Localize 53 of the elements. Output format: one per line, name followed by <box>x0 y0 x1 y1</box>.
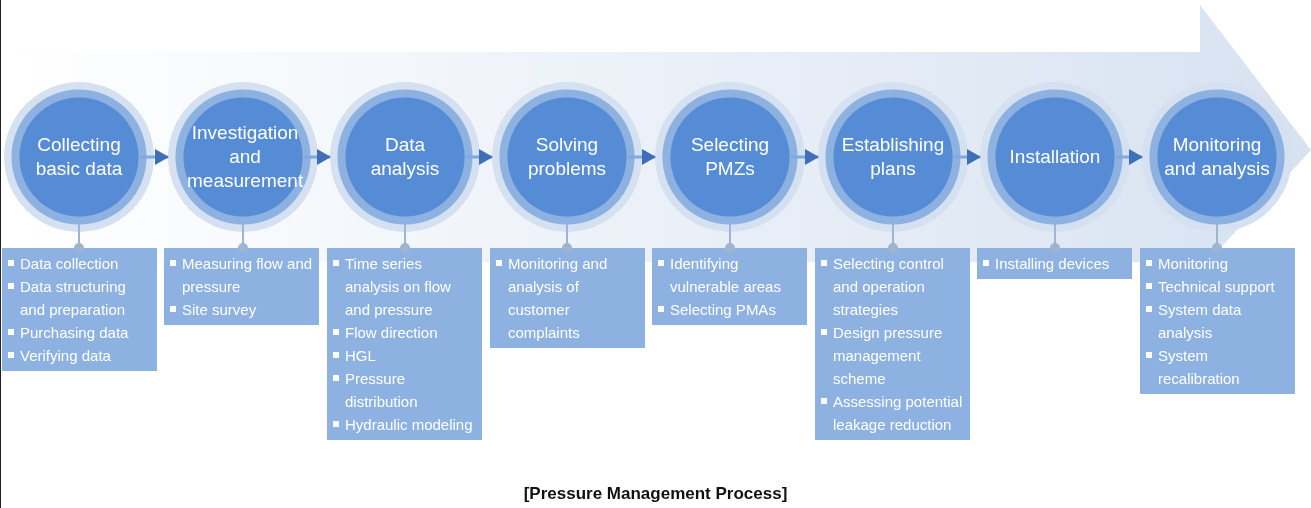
bullet-item: System data analysis <box>1146 298 1291 344</box>
step-title: Establishing plans <box>840 133 946 181</box>
task-box <box>815 248 970 440</box>
connector-line <box>725 223 735 253</box>
bullet-item: Identifying vulnerable areas <box>658 252 803 298</box>
task-box <box>652 248 807 325</box>
task-box <box>977 248 1132 279</box>
connector-line <box>400 223 410 253</box>
bullet-item: Data collection <box>8 252 153 275</box>
chevron-arrow <box>304 149 331 165</box>
connector-line <box>74 223 84 253</box>
bullet-item: Purchasing data <box>8 321 153 344</box>
step-title: Solving problems <box>526 133 608 181</box>
bullet-item: System recalibration <box>1146 344 1291 390</box>
connector-line <box>1212 223 1222 253</box>
bullet-item: Time series analysis on flow and pressure <box>333 252 478 321</box>
bullet-item: Selecting control and operation strategies <box>821 252 966 321</box>
bullet-item: Measuring flow and pressure <box>170 252 315 298</box>
step-title: Investigation and measurement <box>187 121 304 193</box>
chevron-arrow <box>791 149 819 165</box>
bullet-item: HGL <box>333 344 478 367</box>
caption: [Pressure Management Process] <box>523 484 788 503</box>
task-box <box>164 248 319 325</box>
bullet-item: Monitoring and analysis of customer complaints <box>496 252 641 344</box>
bullet-item: Hydraulic modeling <box>333 413 478 436</box>
bullet-item: Pressure distribution <box>333 367 478 413</box>
bullet-item: Site survey <box>170 298 315 321</box>
task-box <box>327 248 482 440</box>
chevron-arrow <box>140 149 169 165</box>
bullet-item: Technical support <box>1146 275 1291 298</box>
bullet-item: Design pressure management scheme <box>821 321 966 390</box>
step-title: Collecting basic data <box>34 133 124 181</box>
chevron-arrow <box>1116 149 1143 165</box>
chevron-arrow <box>954 149 981 165</box>
connector-line <box>888 223 898 253</box>
bullet-item: Data structuring and preparation <box>8 275 153 321</box>
bullet-item: Selecting PMAs <box>658 298 803 321</box>
bullet-item: Installing devices <box>983 252 1128 275</box>
bullet-item: Verifying data <box>8 344 153 367</box>
task-box <box>2 248 157 371</box>
connector-line <box>1050 223 1060 253</box>
bullet-item: Monitoring <box>1146 252 1291 275</box>
bullet-item: Flow direction <box>333 321 478 344</box>
step-title: Data analysis <box>369 133 441 181</box>
connector-line <box>238 223 248 253</box>
step-title: Monitoring and analysis <box>1163 133 1271 181</box>
task-box <box>1140 248 1295 394</box>
step-title: Installation <box>1009 145 1101 169</box>
chevron-arrow <box>628 149 656 165</box>
bullet-item: Assessing potential leakage reduction <box>821 390 966 436</box>
connector-line <box>562 223 572 253</box>
chevron-arrow <box>466 149 493 165</box>
step-title: Selecting PMZs <box>689 133 771 181</box>
